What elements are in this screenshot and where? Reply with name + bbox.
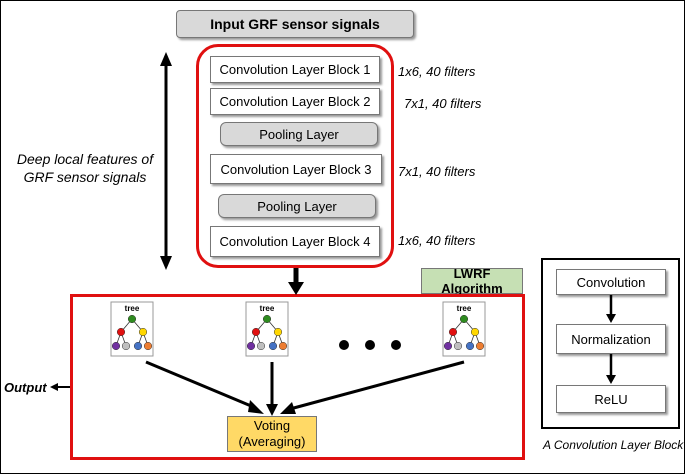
tree-node	[256, 341, 266, 351]
tree3-to-voting-arrow-head	[280, 402, 296, 414]
tree-icon-3: tree	[442, 301, 486, 357]
cnn-to-lwrf-arrow-head	[288, 282, 304, 295]
input-label: Input GRF sensor signals	[210, 16, 380, 32]
conv-block-1-note: 1x6, 40 filters	[398, 64, 476, 79]
conv-block-3: Convolution Layer Block 3	[210, 154, 382, 184]
voting-line1: Voting	[253, 418, 291, 433]
input-box: Input GRF sensor signals	[176, 10, 414, 38]
output-arrow-head	[50, 383, 58, 391]
lwrf-label-box: LWRF Algorithm	[421, 266, 523, 296]
tree-node	[459, 314, 469, 324]
tree-icon-label: tree	[260, 304, 275, 313]
tree-node	[448, 327, 458, 337]
pooling-layer-2: Pooling Layer	[218, 194, 376, 218]
detail-arrow-2-head	[606, 375, 616, 384]
pooling-layer-2-label: Pooling Layer	[257, 198, 337, 214]
side-label: Deep local features of GRF sensor signal…	[10, 150, 160, 186]
tree-node	[116, 327, 126, 337]
lwrf-title: LWRF Algorithm	[441, 266, 503, 296]
conv-block-4-note: 1x6, 40 filters	[398, 233, 476, 248]
tree-node	[268, 341, 278, 351]
tree-node	[127, 314, 137, 324]
tree-node	[262, 314, 272, 324]
conv-block-3-note: 7x1, 40 filters	[398, 164, 476, 179]
tree1-to-voting-arrow-head	[248, 400, 264, 414]
tree-node	[143, 341, 153, 351]
voting-line2: (Averaging)	[238, 434, 306, 449]
conv-block-4: Convolution Layer Block 4	[210, 226, 380, 257]
tree-node	[453, 341, 463, 351]
cnn-container	[196, 44, 394, 268]
ellipsis-dot-1	[339, 340, 349, 350]
conv-block-3-label: Convolution Layer Block 3	[220, 161, 372, 177]
conv-block-1: Convolution Layer Block 1	[210, 56, 380, 83]
tree-node	[465, 341, 475, 351]
tree-node	[121, 341, 131, 351]
detail-step-normalization-label: Normalization	[571, 331, 651, 347]
tree-node	[111, 341, 121, 351]
tree-icon-1: tree	[110, 301, 154, 357]
detail-step-convolution-label: Convolution	[576, 274, 646, 290]
tree-icon-label: tree	[457, 304, 472, 313]
side-label-line1: Deep local features of	[16, 151, 154, 167]
lwrf-container	[70, 294, 525, 460]
tree2-to-voting-arrow-head	[266, 404, 278, 416]
tree3-to-voting-arrow	[289, 360, 465, 411]
tree-node	[273, 327, 283, 337]
tree-node	[251, 327, 261, 337]
pooling-layer-1: Pooling Layer	[220, 122, 378, 146]
conv-block-1-label: Convolution Layer Block 1	[219, 62, 371, 77]
ellipsis-dot-3	[391, 340, 401, 350]
conv-block-2-label: Convolution Layer Block 2	[219, 94, 371, 109]
ellipsis-dot-2	[365, 340, 375, 350]
depth-arrow-up-head	[160, 52, 172, 66]
conv-block-4-label: Convolution Layer Block 4	[219, 234, 371, 249]
detail-step-convolution: Convolution	[556, 269, 666, 295]
voting-box: Voting (Averaging)	[227, 416, 317, 452]
tree-icon-2: tree	[245, 301, 289, 357]
detail-step-relu: ReLU	[556, 385, 666, 413]
conv-block-2-note: 7x1, 40 filters	[404, 96, 482, 111]
conv-block-detail-panel	[541, 258, 680, 429]
tree-node	[278, 341, 288, 351]
tree-node	[443, 341, 453, 351]
tree-node	[138, 327, 148, 337]
tree-icon-label: tree	[125, 304, 140, 313]
tree-node	[246, 341, 256, 351]
side-label-line2: GRF sensor signals	[23, 169, 147, 185]
depth-arrow-down-head	[160, 256, 172, 270]
detail-step-relu-label: ReLU	[594, 391, 628, 407]
tree-node	[133, 341, 143, 351]
output-label: Output	[4, 380, 47, 395]
tree-node	[470, 327, 480, 337]
pooling-layer-1-label: Pooling Layer	[259, 126, 339, 142]
tree-node	[475, 341, 485, 351]
detail-step-normalization: Normalization	[556, 324, 666, 354]
tree1-to-voting-arrow	[145, 360, 257, 410]
conv-block-2: Convolution Layer Block 2	[210, 88, 380, 115]
conv-block-detail-caption: A Convolution Layer Block	[543, 438, 684, 452]
detail-arrow-1-head	[606, 314, 616, 323]
